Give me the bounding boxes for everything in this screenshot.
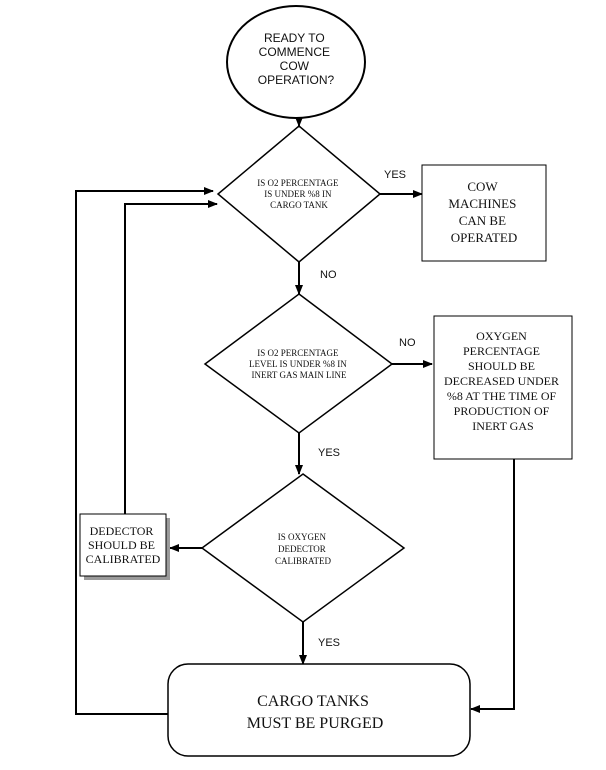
box-cargo-tanks-purged: CARGO TANKS MUST BE PURGED: [167, 663, 471, 757]
box-oxygen-rect: [433, 315, 573, 460]
decision-detector-text-line: CALIBRATED: [275, 556, 332, 566]
box-oxygen-text-line: %8 AT THE TIME OF: [447, 389, 557, 403]
decision-inert-gas: IS O2 PERCENTAGE LEVEL IS UNDER %8 IN IN…: [203, 293, 394, 434]
box-detector-calibration: DEDECTOR SHOULD BE CALIBRATED: [79, 513, 170, 580]
label-no-cargo: NO: [320, 269, 337, 281]
decision-inert-text-line: LEVEL IS UNDER %8 IN: [249, 359, 347, 369]
decision-detector-text-line: DEDECTOR: [278, 544, 326, 554]
start-text-line: COMMENCE: [259, 45, 330, 59]
box-oxygen-text-line: SHOULD BE: [468, 359, 535, 373]
box-cow-rect: [421, 164, 547, 262]
box-detector-text-line: SHOULD BE: [88, 538, 155, 552]
decision-cargo-tank: IS O2 PERCENTAGE IS UNDER %8 IN CARGO TA…: [216, 125, 382, 263]
svg-text:OXYGEN PERCENTAGE: OXYGEN PERCENTAGE SHOULD BE DECREASED UN…: [444, 329, 562, 433]
box-detector-text-line: CALIBRATED: [86, 552, 161, 566]
box-cow-machines: COW MACHINES CAN BE OPERATED: [421, 164, 547, 262]
box-oxygen-text-line: OXYGEN: [476, 329, 527, 343]
box-oxygen-percentage: OXYGEN PERCENTAGE SHOULD BE DECREASED UN…: [433, 315, 573, 460]
box-cow-text-line: CAN BE: [459, 213, 506, 228]
box-oxygen-text-line: INERT GAS: [472, 419, 533, 433]
label-no-inert: NO: [399, 337, 416, 349]
box-oxygen-text-line: DECREASED UNDER: [444, 374, 559, 388]
start-text-line: COW: [280, 59, 310, 73]
decision-detector: IS OXYGEN DEDECTOR CALIBRATED: [200, 473, 406, 623]
box-cow-text-line: COW: [467, 179, 498, 194]
svg-text:DEDECTOR SHOULD BE: DEDECTOR SHOULD BE CALIBRATED: [86, 524, 161, 566]
start-text-line: READY TO: [264, 31, 325, 45]
label-yes-detector: YES: [318, 637, 340, 649]
box-purge-rect: [167, 663, 471, 757]
box-detector-rect: [79, 513, 167, 577]
box-detector-text-line: DEDECTOR: [90, 524, 154, 538]
decision-cargo-diamond: [216, 125, 382, 263]
svg-text:CARGO TANKS MUST BE PURG: CARGO TANKS MUST BE PURGED: [247, 693, 384, 732]
svg-text:COW MACHINES CAN B: COW MACHINES CAN BE OPERATED: [448, 179, 519, 245]
decision-inert-text-line: IS O2 PERCENTAGE: [257, 348, 339, 358]
box-purge-text-line: MUST BE PURGED: [247, 715, 384, 732]
box-oxygen-text-line: PERCENTAGE: [463, 344, 540, 358]
svg-text:IS O2 PERCENTAGE LEVEL I: IS O2 PERCENTAGE LEVEL IS UNDER %8 IN IN…: [249, 348, 349, 380]
svg-text:READY TO COMMENCE: READY TO COMMENCE COW OPERATION?: [258, 31, 335, 87]
decision-detector-diamond: [200, 473, 406, 623]
start-text-line: OPERATION?: [258, 73, 335, 87]
box-cow-text-line: MACHINES: [448, 196, 516, 211]
connector-oxygen-box-to-purge-box: [470, 459, 515, 713]
svg-text:IS O2 PERCENTAGE IS UNDE: IS O2 PERCENTAGE IS UNDER %8 IN CARGO TA…: [257, 178, 341, 210]
edge-labels: YES NO NO YES YES: [318, 169, 416, 649]
connector-calibrate-back-to-cargo-decision: [124, 200, 218, 514]
decision-inert-text-line: INERT GAS MAIN LINE: [251, 370, 347, 380]
label-yes-cargo: YES: [384, 169, 406, 181]
decision-cargo-text-line: IS O2 PERCENTAGE: [257, 178, 339, 188]
decision-cargo-text-line: CARGO TANK: [270, 200, 328, 210]
decision-inert-diamond: [203, 293, 394, 434]
box-purge-text-line: CARGO TANKS: [257, 693, 369, 710]
label-yes-inert: YES: [318, 447, 340, 459]
start-node: READY TO COMMENCE COW OPERATION?: [226, 5, 366, 119]
connectors: [75, 117, 515, 715]
start-ellipse: [226, 5, 366, 119]
box-oxygen-text-line: PRODUCTION OF: [454, 404, 550, 418]
svg-text:IS OXYGEN DEDECTOR: IS OXYGEN DEDECTOR CALIBRATED: [275, 532, 332, 566]
decision-detector-text-line: IS OXYGEN: [278, 532, 327, 542]
connector-purge-back-to-cargo-decision: [75, 187, 214, 715]
box-cow-text-line: OPERATED: [451, 230, 517, 245]
decision-cargo-text-line: IS UNDER %8 IN: [264, 189, 332, 199]
